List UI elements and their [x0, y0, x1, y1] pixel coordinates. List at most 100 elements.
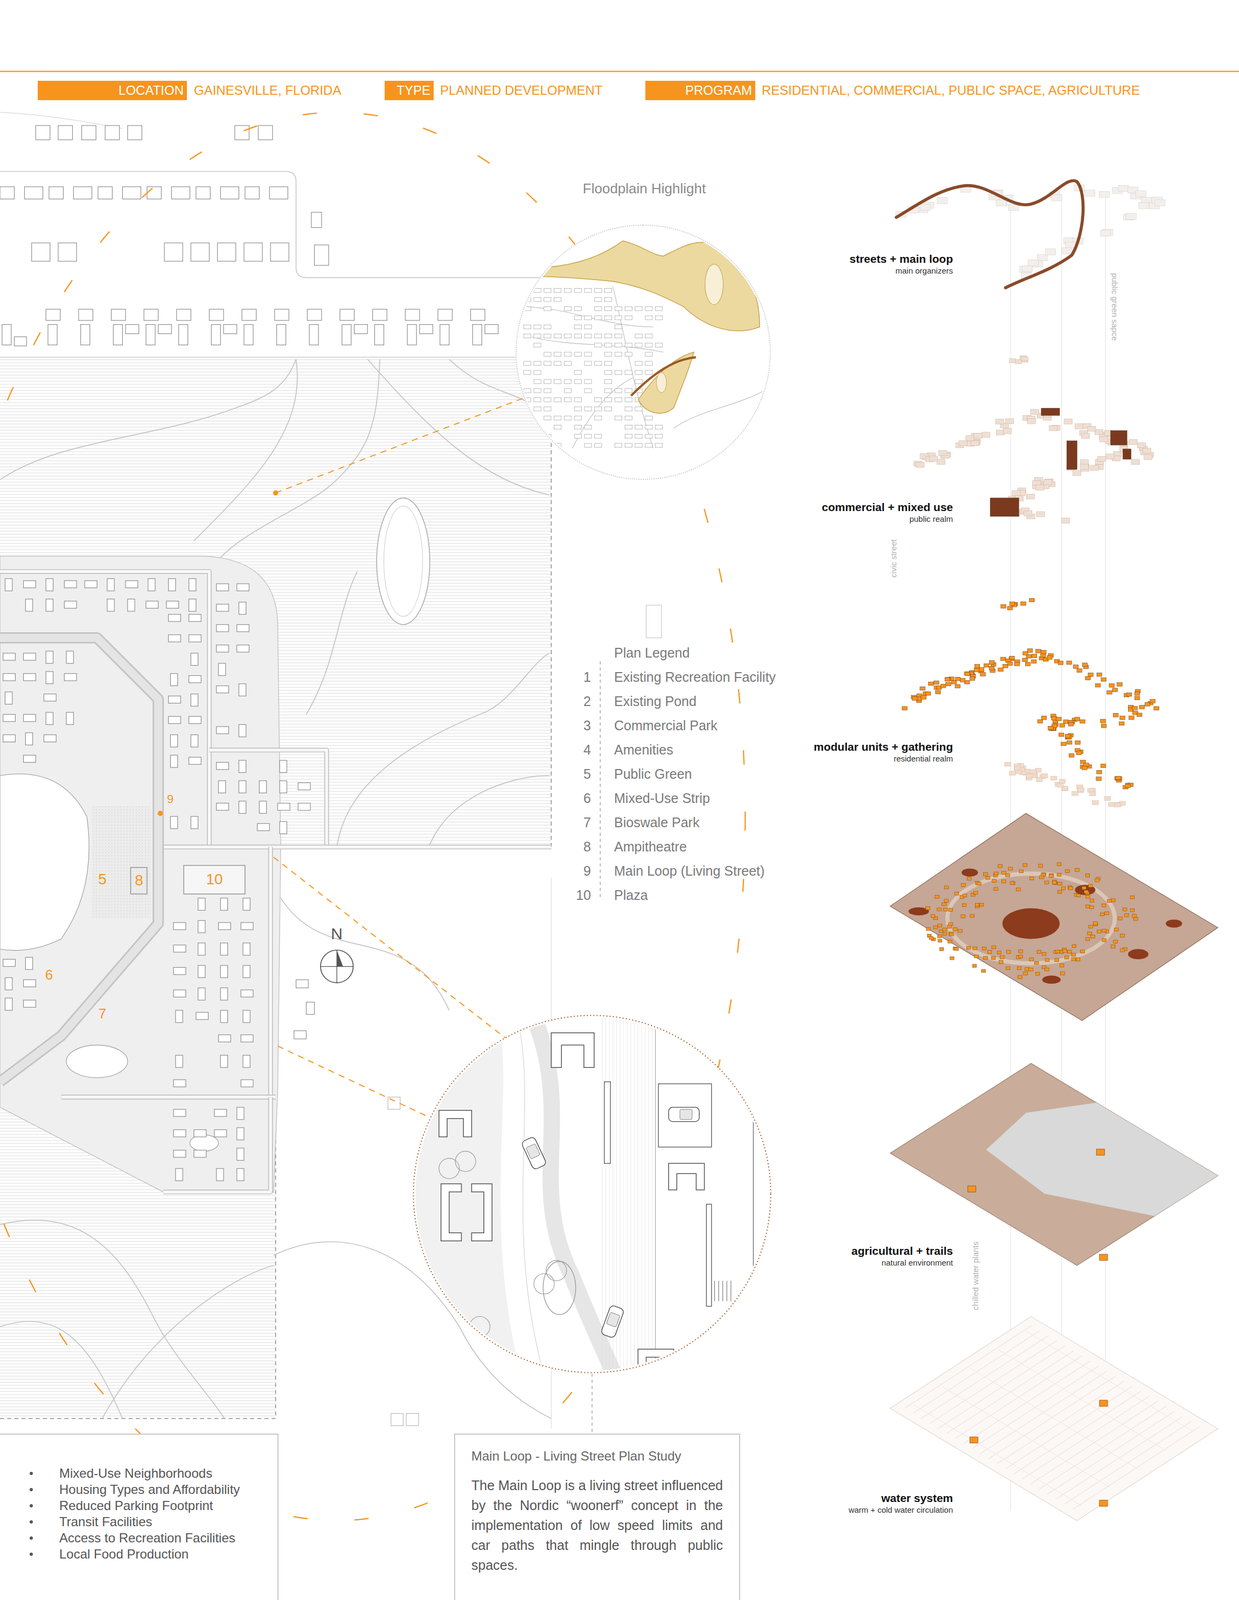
modular-unit: [1061, 742, 1067, 747]
study-connector: [591, 1374, 593, 1435]
building: [242, 965, 250, 979]
modular-unit: [964, 671, 970, 676]
modular-unit: [921, 695, 927, 700]
building: [237, 645, 250, 653]
building: [564, 379, 572, 385]
modular-unit: [1057, 890, 1062, 894]
building: [190, 694, 198, 707]
commercial-block: [958, 440, 967, 446]
building: [25, 599, 33, 612]
street: [163, 845, 552, 851]
building: [584, 288, 592, 294]
modular-unit: [961, 915, 966, 919]
callout-number: 8: [134, 873, 144, 889]
modular-unit: [1089, 906, 1095, 910]
car: [600, 1305, 625, 1339]
modular-unit: [1144, 702, 1150, 707]
building: [24, 186, 43, 200]
modular-unit: [1020, 601, 1026, 606]
modular-unit: [1134, 691, 1140, 696]
bioswale: [66, 1045, 128, 1078]
callout-number: 7: [98, 1006, 107, 1021]
car-body: [668, 1107, 700, 1123]
street: [268, 847, 274, 1098]
legend-entry: Ampitheatre: [612, 839, 689, 855]
modular-unit: [973, 668, 979, 673]
building: [564, 415, 572, 421]
street-block: [1051, 195, 1062, 201]
modular-unit: [939, 948, 944, 952]
modular-unit: [970, 914, 975, 918]
building: [171, 186, 190, 200]
modular-unit: [1040, 653, 1046, 658]
commercial-building: [1066, 441, 1077, 470]
building: [523, 306, 531, 311]
building: [148, 578, 156, 591]
modular-unit: [1063, 720, 1069, 725]
building: [655, 315, 663, 320]
legend-entry: Existing Recreation Facility: [612, 669, 778, 686]
modular-unit: [1044, 881, 1049, 885]
public-green: [92, 806, 152, 919]
building: [604, 297, 612, 302]
leader-line: [275, 398, 524, 493]
building: [73, 186, 92, 200]
modular-unit: [1139, 705, 1145, 710]
building: [173, 922, 186, 930]
modular-unit: [1045, 968, 1050, 972]
building-outline: [668, 1163, 705, 1190]
building: [533, 425, 541, 430]
bike-rack: [726, 1281, 728, 1302]
building: [523, 398, 531, 403]
street-hatch: [651, 1010, 653, 1384]
building: [594, 333, 602, 339]
modular-unit: [1059, 964, 1064, 968]
building: [216, 762, 229, 770]
building: [238, 684, 246, 697]
building: [554, 415, 562, 421]
building: [635, 379, 643, 385]
legend-entry: Commercial Park: [612, 718, 720, 734]
header-tag-text: PROGRAM: [681, 80, 756, 101]
modular-unit: [1101, 677, 1106, 682]
commercial-block: [1129, 439, 1138, 445]
building: [533, 443, 541, 448]
building: [554, 361, 562, 366]
building: [223, 324, 238, 334]
building: [564, 306, 572, 311]
building: [594, 306, 602, 311]
modular-unit: [1134, 696, 1140, 701]
legend-number: 1: [581, 669, 593, 686]
building: [216, 604, 229, 612]
modular-unit: [1112, 713, 1118, 718]
modular-unit-base: [1059, 779, 1066, 784]
modular-unit: [1102, 938, 1107, 943]
building: [645, 425, 653, 430]
building: [25, 957, 33, 971]
building: [604, 343, 612, 348]
building: [604, 352, 612, 357]
building: [238, 602, 246, 615]
building: [58, 125, 73, 141]
building: [624, 343, 632, 348]
building: [4, 998, 12, 1011]
building: [594, 415, 602, 421]
building: [178, 324, 189, 346]
modular-unit: [1107, 899, 1112, 903]
modular-unit: [992, 879, 997, 883]
modular-unit-base: [1036, 777, 1043, 783]
modular-unit: [1082, 886, 1087, 890]
street-block: [1100, 230, 1111, 236]
building: [533, 398, 541, 403]
modular-unit: [1113, 940, 1118, 944]
modular-unit: [1000, 956, 1005, 960]
modular-unit: [991, 956, 996, 960]
building: [168, 716, 182, 724]
header-value: RESIDENTIAL, COMMERCIAL, PUBLIC SPACE, A…: [761, 80, 1140, 101]
building: [220, 898, 228, 911]
building: [242, 1055, 250, 1068]
building: [635, 333, 643, 339]
layer-plate: [889, 1063, 1218, 1266]
building: [594, 398, 602, 403]
